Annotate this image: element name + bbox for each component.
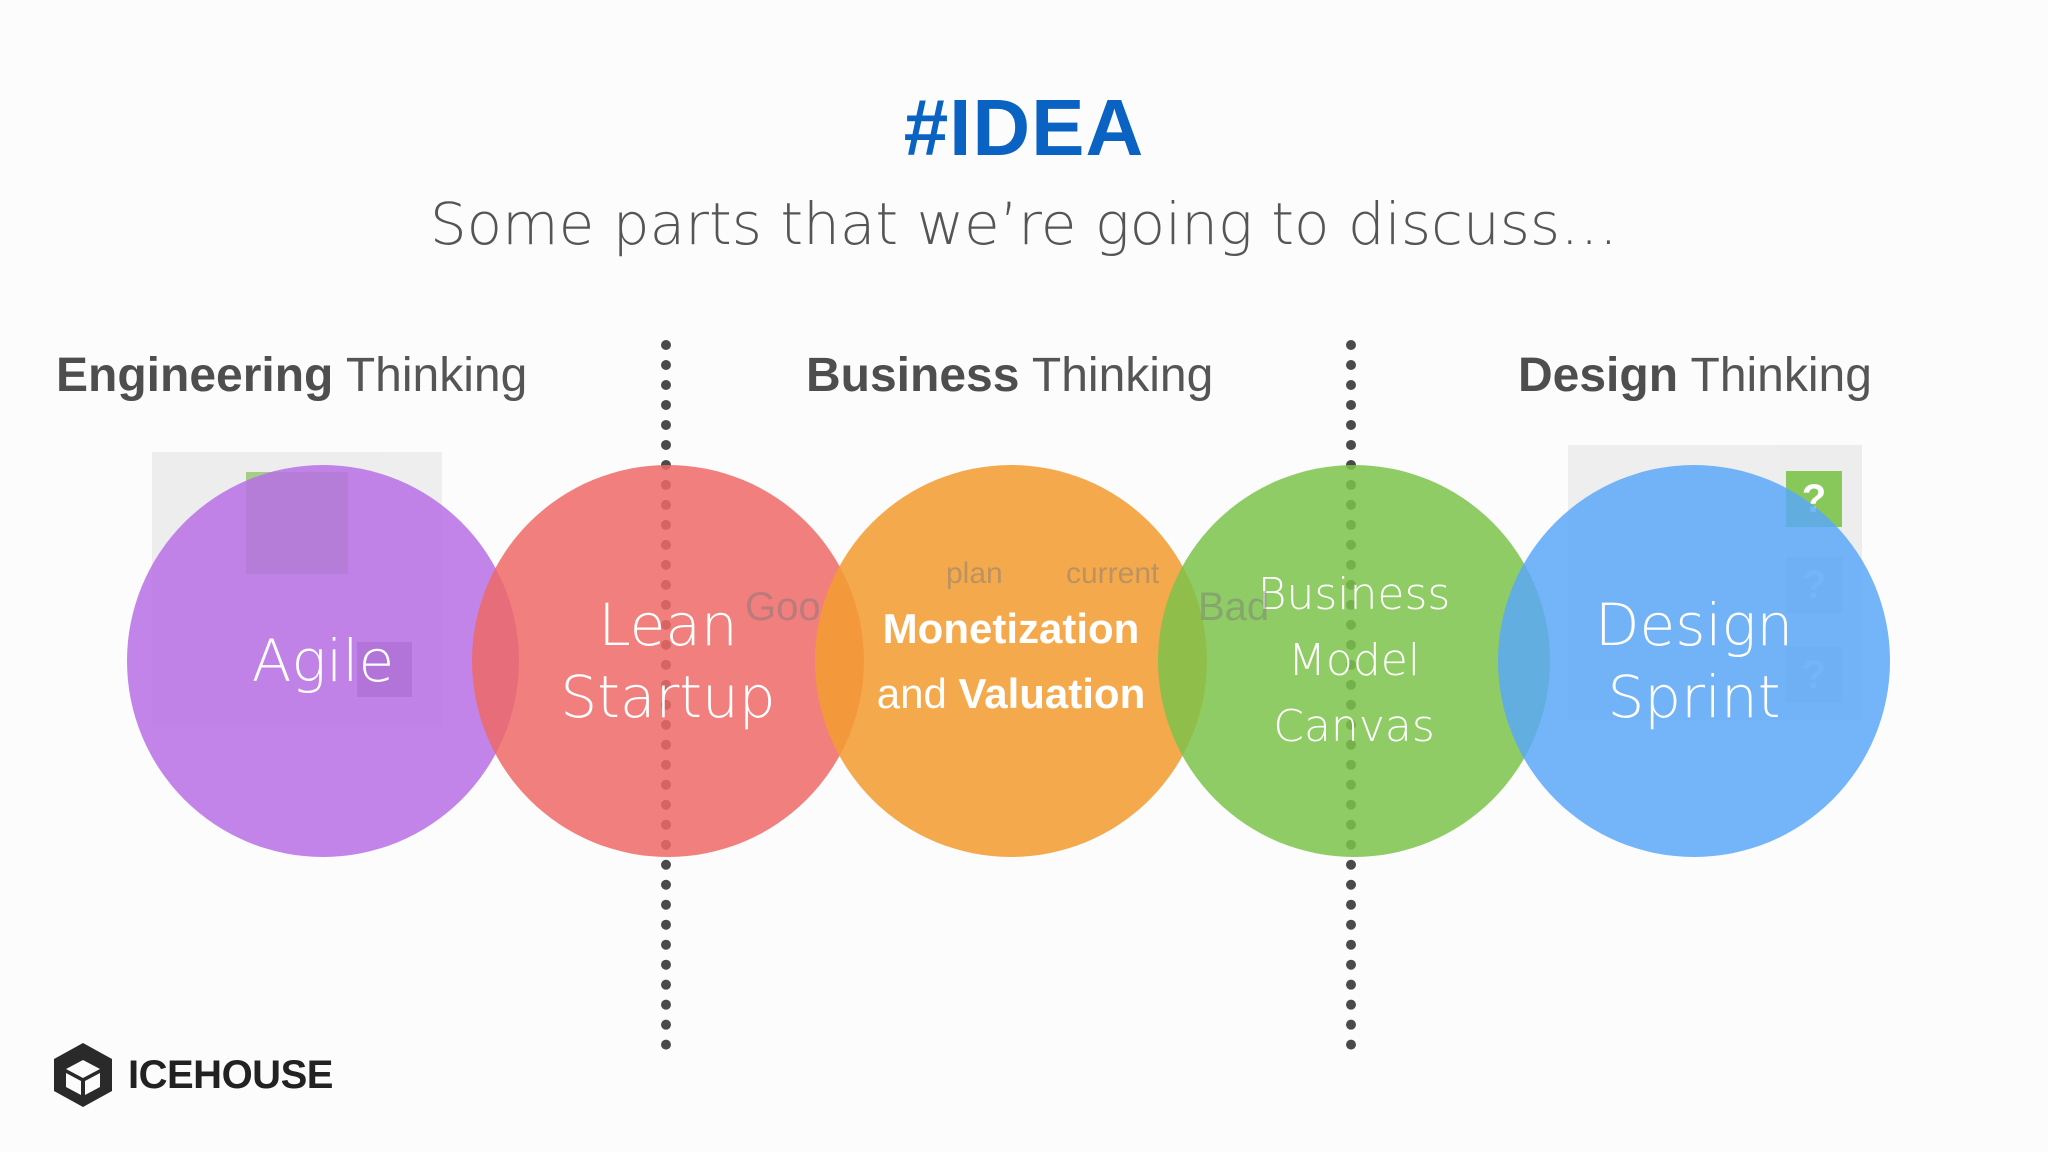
- model-label: Model: [1287, 635, 1421, 686]
- slide-title: #IDEA: [903, 83, 1145, 172]
- valuation-label: and Valuation: [876, 670, 1146, 717]
- background-good-label: Goo: [745, 585, 821, 629]
- lean-label: Lean: [598, 590, 738, 659]
- business-label: Business: [1257, 569, 1451, 620]
- startup-label: Startup: [560, 663, 776, 731]
- business-thinking-heading: Business Thinking: [806, 349, 1214, 402]
- background-current-label: current: [1066, 557, 1160, 590]
- engineering-thinking-heading: Engineering Thinking: [56, 349, 528, 402]
- slide-subtitle: Some parts that we’re going to discuss…: [429, 190, 1619, 258]
- background-plan-label: plan: [946, 557, 1003, 590]
- monetization-label: Monetization: [882, 604, 1140, 652]
- sprint-label: Sprint: [1607, 663, 1781, 731]
- canvas-label: Canvas: [1273, 701, 1435, 752]
- design-thinking-heading: Design Thinking: [1518, 349, 1872, 402]
- design-label: Design: [1594, 590, 1794, 659]
- lean-startup-circle: Lean Startup: [472, 465, 864, 857]
- icehouse-cube-icon: [54, 1043, 112, 1107]
- agile-circle: Agile: [127, 465, 519, 857]
- icehouse-logo: ICEHOUSE: [48, 1040, 333, 1110]
- agile-label: Agile: [251, 626, 395, 695]
- logo-text: ICEHOUSE: [128, 1052, 333, 1097]
- background-bad-label: Bad: [1198, 585, 1270, 629]
- monetization-valuation-circle: Monetization and Valuation: [815, 465, 1207, 857]
- business-model-canvas-circle: Business Model Canvas: [1158, 465, 1550, 857]
- design-sprint-circle: Design Sprint: [1498, 465, 1890, 857]
